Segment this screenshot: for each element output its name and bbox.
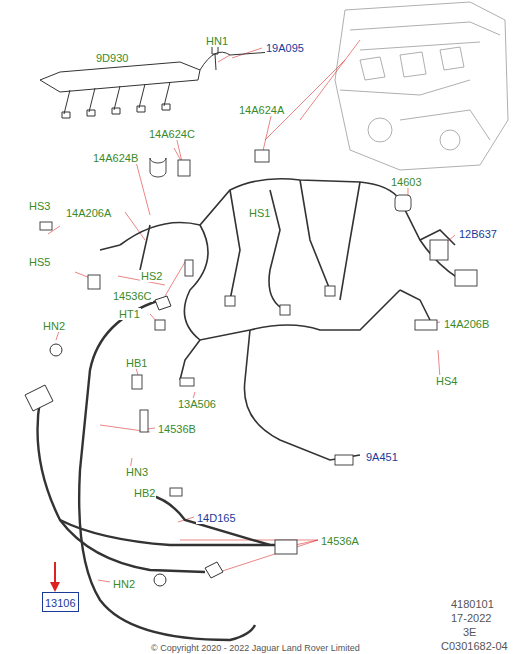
callout-number: HT1 [118, 308, 141, 320]
callout-number: 9A451 [365, 451, 399, 463]
cable-terminals [25, 296, 223, 586]
callout-number: 13A506 [177, 398, 217, 410]
callout-number: HS1 [248, 207, 271, 219]
callout-number: HN3 [125, 466, 149, 478]
callout-number: HS2 [140, 270, 163, 282]
callout-number: 19A095 [265, 42, 305, 54]
callout-number: HN1 [205, 35, 229, 47]
callout-number: HS4 [435, 375, 458, 387]
callout-number: HN2 [112, 578, 136, 590]
callout-number: 14A206B [443, 318, 490, 330]
reference-note: 4180101 [450, 598, 495, 610]
callout-number: 14A624B [92, 152, 139, 164]
callout-number: HB2 [133, 487, 156, 499]
boxed-callout: 13106 [42, 592, 79, 612]
callout-number: HS5 [28, 256, 51, 268]
callout-number: 12B637 [458, 228, 498, 240]
callout-number: HB1 [125, 357, 148, 369]
callout-number: 14A624C [148, 128, 196, 140]
callout-number: 14D165 [196, 512, 237, 524]
callout-number: 14536B [157, 423, 197, 435]
callout-number: 14536C [112, 290, 153, 302]
injector-harness [40, 40, 300, 118]
leader-lines [48, 40, 455, 582]
harness-connectors [40, 150, 477, 554]
reference-note: 3E [462, 626, 477, 638]
callout-number: HS3 [28, 200, 51, 212]
callout-number: 9D930 [95, 52, 129, 64]
callout-number: HN2 [42, 320, 66, 332]
callout-number: 14A624A [238, 104, 285, 116]
engine-harness [100, 179, 470, 460]
engine-sketch [335, 2, 508, 170]
reference-note: C0301682-04 [440, 640, 509, 652]
reference-note: 17-2022 [450, 612, 492, 624]
part-number: 13106 [45, 597, 76, 609]
reference-note: © Copyright 2020 - 2022 Jaguar Land Rove… [150, 643, 361, 653]
pointer-arrowhead [50, 582, 60, 592]
callout-number: 14603 [390, 176, 423, 188]
callout-number: 14536A [320, 535, 360, 547]
callout-number: 14A206A [65, 207, 112, 219]
battery-cable [38, 300, 276, 640]
